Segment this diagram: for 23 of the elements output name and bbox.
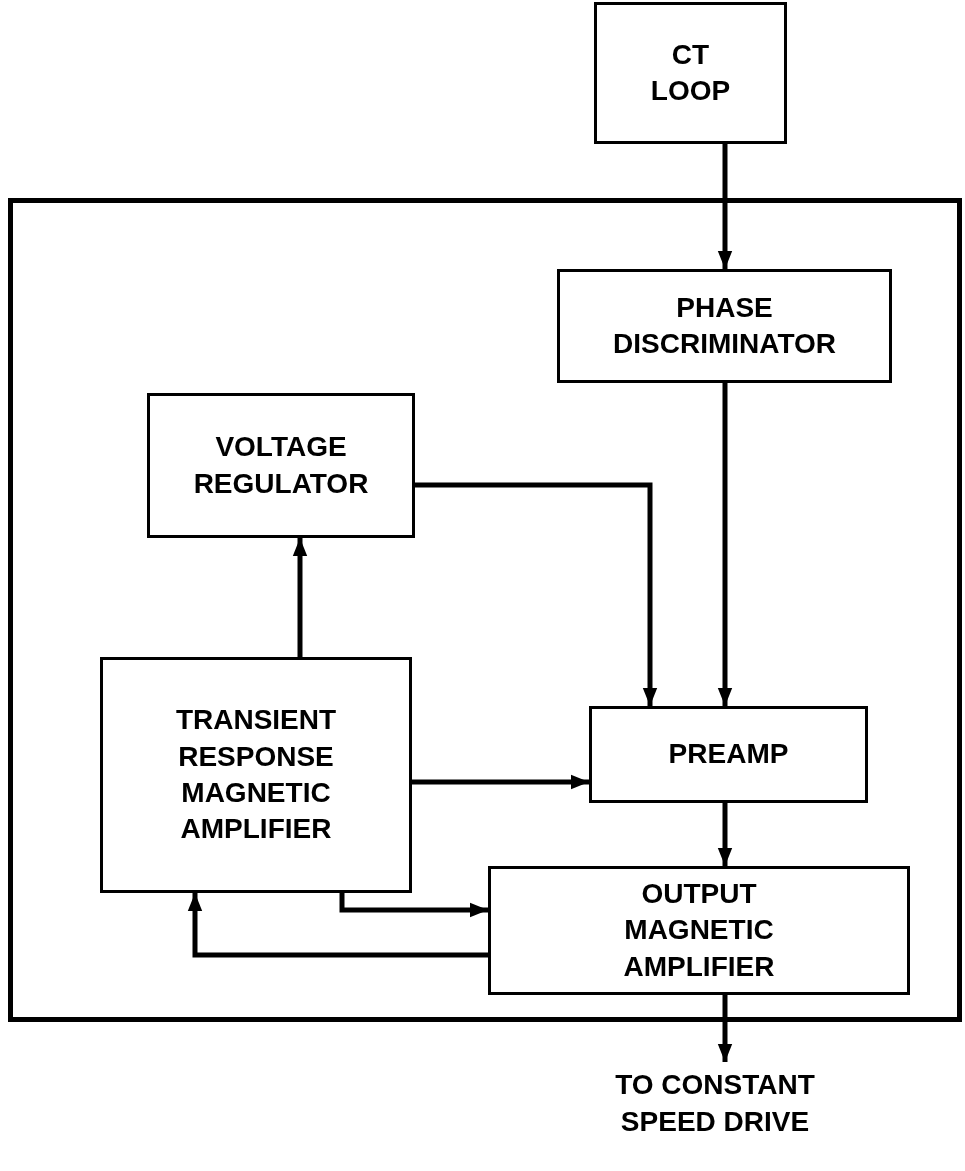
- arrow: [717, 383, 733, 706]
- enclosure-box: [8, 198, 962, 1022]
- arrow: [717, 144, 733, 269]
- arrow: [717, 803, 733, 866]
- arrow: [292, 538, 308, 657]
- arrow: [339, 893, 488, 918]
- arrow: [187, 893, 488, 958]
- process-box: [488, 866, 910, 995]
- box-label: PHASE DISCRIMINATOR: [612, 290, 837, 361]
- box-label: TRANSIENT RESPONSE MAGNETIC AMPLIFIER: [174, 703, 338, 847]
- process-box: [100, 657, 412, 893]
- arrow: [717, 995, 733, 1062]
- box-label: PREAMP: [667, 737, 790, 772]
- process-box: [147, 393, 415, 538]
- process-box: [589, 706, 868, 803]
- box-label: CT LOOP: [649, 37, 732, 108]
- process-box: [594, 2, 787, 144]
- output-label: TO CONSTANT SPEED DRIVE: [614, 1068, 816, 1139]
- box-label: VOLTAGE REGULATOR: [192, 430, 370, 501]
- arrow: [412, 774, 589, 790]
- arrow: [415, 482, 658, 706]
- box-label: OUTPUT MAGNETIC AMPLIFIER: [622, 876, 776, 984]
- process-box: [557, 269, 892, 383]
